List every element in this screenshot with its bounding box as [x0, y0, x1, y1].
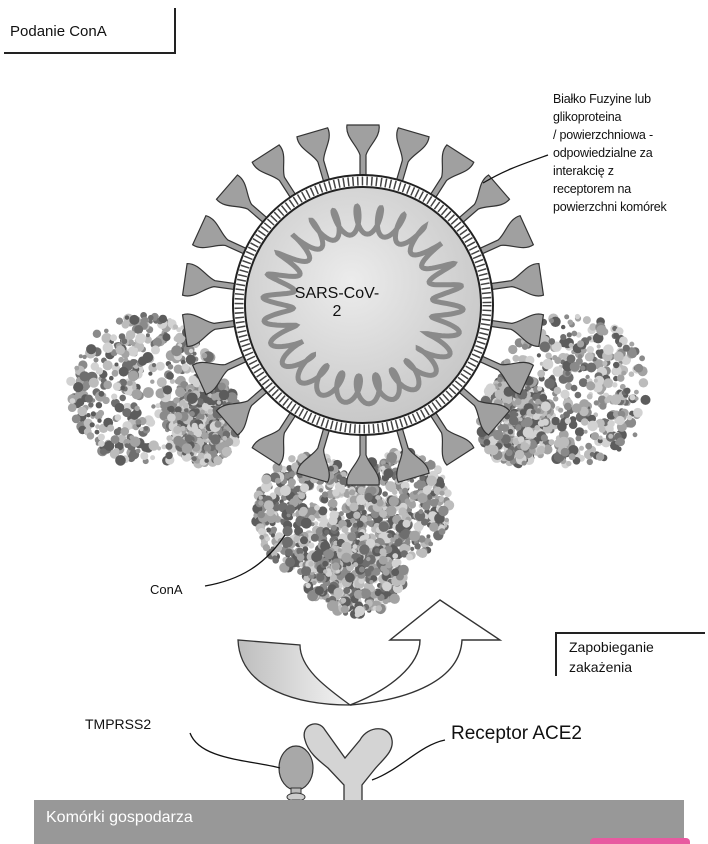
tmprss2-leader-line: [189, 732, 281, 769]
spike-protein: [191, 355, 247, 396]
cona-protein-right: [476, 313, 651, 469]
spike-annotation-line: powierzchni komórek: [553, 200, 667, 214]
spike-annotation: Białko Fuzyine lub glikoproteina / powie…: [553, 90, 703, 216]
spike-protein: [251, 144, 297, 199]
title-box: Podanie ConA: [4, 8, 176, 54]
spike-protein: [215, 174, 268, 223]
spike-protein: [251, 411, 297, 466]
prevention-line: zakażenia: [569, 659, 633, 675]
spike-protein: [296, 428, 330, 483]
virus-envelope-outer: [232, 174, 494, 436]
virus-envelope-hatch: [234, 176, 492, 434]
spike-annotation-line: Białko Fuzyine lub: [553, 92, 651, 106]
cona-protein-left: [66, 312, 243, 469]
spike-protein: [429, 411, 475, 466]
rna-genome-coil: [260, 203, 466, 407]
tmprss2-label: TMPRSS2: [85, 716, 152, 732]
left-curved-arrow: [237, 639, 352, 706]
virus-label: SARS-CoV-2: [294, 285, 380, 320]
prevention-line: Zapobieganie: [569, 639, 654, 655]
host-cells-label: Komórki gospodarza: [46, 809, 193, 826]
spike-annotation-line: receptorem na: [553, 182, 631, 196]
spike-protein: [346, 434, 380, 486]
spike-protein: [396, 127, 430, 182]
spike-protein: [396, 428, 430, 483]
spike-annotation-line: odpowiedzialne za: [553, 146, 653, 160]
spike-protein: [479, 214, 535, 255]
spike-annotation-line: / powierzchniowa -: [553, 128, 653, 142]
spike-annotation-line: glikoproteina: [553, 110, 622, 124]
spike-protein: [181, 262, 236, 297]
spike-annotation-line: interakcię z: [553, 164, 614, 178]
spike-protein: [181, 313, 236, 348]
prevention-box: Zapobieganie zakażenia: [555, 632, 705, 676]
ace2-receptor: [303, 723, 393, 816]
prevention-arrow: [349, 599, 503, 706]
accent-tab: [590, 838, 690, 844]
spike-protein: [458, 174, 511, 223]
spike-protein: [490, 313, 545, 348]
spike-protein: [346, 124, 380, 176]
spike-protein: [296, 127, 330, 182]
cona-leader-line: [204, 534, 286, 587]
cona-label: ConA: [150, 582, 183, 597]
ace2-label: Receptor ACE2: [451, 723, 582, 744]
spike-proteins: [181, 124, 545, 486]
title-text: Podanie ConA: [10, 23, 107, 40]
spike-protein: [215, 387, 268, 436]
spike-protein: [458, 387, 511, 436]
spike-protein: [429, 144, 475, 199]
spike-protein: [191, 214, 247, 255]
host-cell-membrane: Komórki gospodarza: [34, 800, 684, 844]
spike-protein: [490, 262, 545, 297]
spike-protein: [479, 355, 535, 396]
spike-leader-line: [482, 154, 549, 184]
ace2-leader-line: [371, 739, 446, 781]
